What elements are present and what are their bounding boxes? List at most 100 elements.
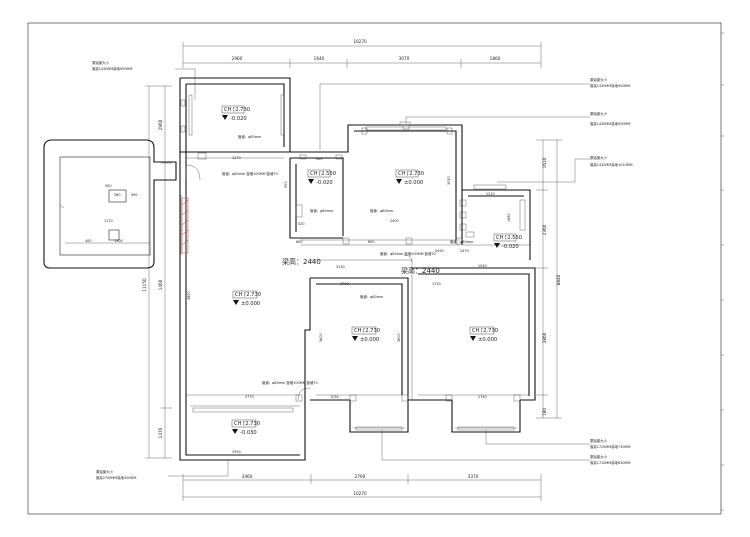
dim-top-seg-4: 1860 bbox=[490, 56, 501, 61]
interior-lines bbox=[180, 94, 530, 431]
svg-text:±0.000: ±0.000 bbox=[360, 337, 379, 343]
dim-left-seg-2: 1460 bbox=[158, 279, 163, 290]
dim-inner-1210: 1210 bbox=[486, 192, 495, 196]
dim-left-seg-3: 1470 bbox=[158, 427, 163, 438]
svg-text:CH ⌈2.730: CH ⌈2.730 bbox=[398, 171, 424, 177]
dim-inner-2470: 2470 bbox=[460, 249, 469, 253]
annex-dim-1: 500 bbox=[105, 184, 111, 188]
dim-hall-height: 3850 bbox=[187, 291, 191, 300]
dim-left-seg-1: 2960 bbox=[158, 119, 163, 130]
pipe-note-2: 管道：φ80mm 距墙100MM 距墙70 bbox=[222, 171, 278, 176]
window-note-6-title: 原始窗大小 bbox=[590, 454, 608, 459]
window-note-6-detail: 窗高1710MM高地630MM bbox=[590, 460, 630, 465]
dim-inner-520: 520 bbox=[298, 222, 304, 226]
dim-top-total: 10270 bbox=[353, 39, 367, 44]
drawing-frame bbox=[27, 22, 722, 515]
svg-text:CH ⌈2.730: CH ⌈2.730 bbox=[224, 107, 250, 113]
dim-kitchen-width: 1270 bbox=[232, 156, 241, 160]
dim-right-seg-2: 2360 bbox=[542, 224, 547, 235]
top-dimension-lines bbox=[182, 42, 542, 68]
dim-mid-width: 2400 bbox=[390, 219, 399, 223]
dim-bath-width-2: 2950 bbox=[232, 450, 241, 454]
dim-room-height-b: 3600 bbox=[397, 333, 401, 342]
room-tag-top-center: CH ⌈2.730 ±0.000 bbox=[395, 169, 424, 186]
svg-text:±0.000: ±0.000 bbox=[404, 180, 423, 186]
dim-inner-2450: 2450 bbox=[435, 249, 444, 253]
annex-dim-4: 1170 bbox=[104, 219, 113, 223]
window-note-2-title: 原始窗大小 bbox=[590, 77, 608, 82]
dim-right-seg-3: 3860 bbox=[542, 332, 547, 343]
svg-text:±0.000: ±0.000 bbox=[478, 337, 497, 343]
window-note-5-detail: 窗高1720MM高地730MM bbox=[590, 444, 630, 449]
beam-label-b: 梁高：2440 bbox=[401, 266, 440, 275]
dim-room-height-a: 3600 bbox=[319, 333, 323, 342]
window-note-1-detail: 窗高1430MM高地900MM bbox=[92, 66, 132, 71]
svg-text:-0.020: -0.020 bbox=[502, 244, 519, 250]
svg-text:CH ⌈2.730: CH ⌈2.730 bbox=[472, 328, 498, 334]
pipe-note-1: 管道：φ80mm bbox=[238, 134, 262, 139]
dim-right-seg-1: 1610 bbox=[542, 157, 547, 168]
dim-inner-1540: 1540 bbox=[478, 264, 487, 268]
room-tag-living: CH ⌈2.730 ±0.000 bbox=[232, 290, 261, 307]
dim-left-total: 11150 bbox=[142, 278, 147, 292]
dim-bath-width: 2770 bbox=[245, 395, 254, 399]
window-note-7-title: 原始窗大小 bbox=[96, 469, 114, 474]
annex-dim-3: 490 bbox=[131, 193, 137, 197]
room-tag-top-left: CH ⌈2.730 -0.020 bbox=[221, 105, 250, 122]
svg-text:CH ⌈2.550: CH ⌈2.550 bbox=[310, 171, 336, 177]
room-tag-corridor: CH ⌈2.550 -0.020 bbox=[307, 169, 336, 186]
beam-label-a: 梁高：2440 bbox=[282, 257, 321, 266]
svg-text:-0.020: -0.020 bbox=[230, 116, 247, 122]
pipe-note-8: 管道：φ80mm 距墙100MM 距墙70 bbox=[262, 380, 318, 385]
left-annex-outline bbox=[43, 139, 177, 269]
dim-mid-vertical: 3050 bbox=[447, 176, 451, 185]
dim-inner-900: 900 bbox=[316, 157, 322, 161]
svg-text:CH ⌈2.550: CH ⌈2.550 bbox=[496, 235, 522, 241]
annex-dim-6: 1300 bbox=[114, 239, 123, 243]
dim-bed-width-b: 1740 bbox=[478, 395, 487, 399]
window-leaders bbox=[168, 68, 590, 477]
pipe-note-3: 管道：φ80mm bbox=[310, 208, 334, 213]
window-note-2-detail: 窗高1430MM高地900MM bbox=[590, 83, 630, 88]
dim-bed-width-a: 1230 bbox=[330, 395, 339, 399]
dim-inner-1680: 1680 bbox=[507, 213, 511, 222]
pipe-note-6: 管道：φ80mm bbox=[450, 239, 474, 244]
svg-text:±0.000: ±0.000 bbox=[241, 301, 260, 307]
svg-text:CH ⌈2.730: CH ⌈2.730 bbox=[235, 292, 261, 298]
window-note-4-detail: 窗高1430MM高地1010MM bbox=[590, 162, 633, 167]
annex-dim-2: 360 bbox=[114, 193, 120, 197]
dim-bottom-seg-3: 3370 bbox=[468, 474, 479, 479]
dim-bottom-seg-2: 2760 bbox=[355, 474, 366, 479]
window-note-7-detail: 窗高2700MM高地300MM bbox=[96, 475, 136, 480]
dim-inner-3130: 3130 bbox=[336, 265, 345, 269]
window-note-3-detail: 窗高1430MM高地900MM bbox=[590, 121, 630, 126]
dim-inner-1720: 1720 bbox=[432, 282, 441, 286]
dim-bottom-seg-1: 3460 bbox=[242, 474, 253, 479]
window-note-4-title: 原始窗大小 bbox=[590, 155, 608, 160]
dim-inner-2700: 2700 bbox=[340, 282, 349, 286]
wall-hatch bbox=[181, 197, 189, 254]
dim-top-seg-2: 1640 bbox=[314, 56, 325, 61]
svg-text:-0.020: -0.020 bbox=[316, 180, 333, 186]
right-dimension-lines bbox=[536, 139, 562, 419]
bottom-dimension-lines bbox=[182, 474, 542, 501]
dim-top-seg-3: 3070 bbox=[399, 56, 410, 61]
dim-right-seg-4: 780 bbox=[542, 408, 547, 416]
svg-text:CH ⌈2.730: CH ⌈2.730 bbox=[234, 421, 260, 427]
pipe-note-7: 管道：φ80mm bbox=[360, 294, 384, 299]
left-dimension-lines bbox=[145, 85, 172, 459]
room-tag-bottom-left: CH ⌈2.730 -0.030 bbox=[231, 419, 260, 436]
room-tag-top-right: CH ⌈2.550 -0.020 bbox=[493, 233, 522, 250]
pipe-note-5: 管道：φ80mm 距墙100MM 距墙70 bbox=[380, 251, 436, 256]
svg-text:CH ⌈2.730: CH ⌈2.730 bbox=[354, 328, 380, 334]
annex-dim-5: 400 bbox=[85, 239, 91, 243]
pipe-note-4: 管道：φ80mm bbox=[370, 208, 394, 213]
frame-ticks bbox=[721, 32, 724, 511]
room-tag-mid-room: CH ⌈2.730 ±0.000 bbox=[351, 326, 380, 343]
dim-top-seg-1: 2960 bbox=[232, 56, 243, 61]
dim-right-total: 8840 bbox=[556, 274, 561, 285]
window-note-1-title: 原始窗大小 bbox=[92, 60, 110, 65]
svg-text:-0.030: -0.030 bbox=[240, 430, 257, 436]
dim-inner-600: 600 bbox=[296, 240, 302, 244]
